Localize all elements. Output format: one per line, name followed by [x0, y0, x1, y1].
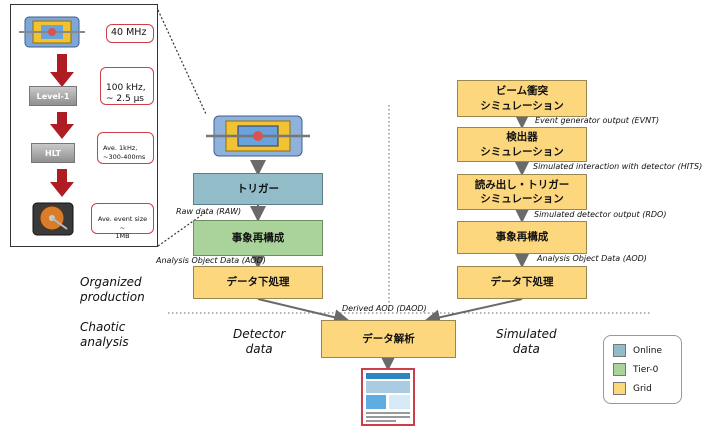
callout-event-size: Ave. event size ~ 1MB — [91, 203, 154, 240]
hlt-rate-text: Ave. 1kHz, ~300-400ms — [103, 144, 146, 161]
legend: Online Tier-0 Grid — [603, 335, 682, 404]
level1-rate-text: 100 kHz, ~ 2.5 μs — [106, 82, 146, 105]
legend-swatch-tier0 — [613, 363, 626, 376]
rdo-label: Simulated detector output (RDO) — [534, 210, 667, 219]
level1-stage: Level-1 — [29, 86, 77, 106]
derivation-label-detector: データ下処理 — [226, 276, 290, 289]
organized-production-label: Organized production — [80, 275, 145, 304]
legend-item-grid: Grid — [613, 382, 652, 395]
callout-40mhz: 40 MHz — [106, 24, 154, 43]
legend-swatch-online — [613, 344, 626, 357]
event-size-text: Ave. event size ~ 1MB — [97, 215, 148, 241]
legend-label-tier0: Tier-0 — [633, 364, 659, 375]
atlas-detector-icon — [206, 115, 310, 157]
detector-simulation-box: 検出器 シミュレーション — [457, 127, 587, 162]
inset-red-arrows — [50, 54, 74, 197]
reconstruction-box-detector: 事象再構成 — [193, 220, 323, 256]
hard-drive-icon — [32, 202, 74, 236]
trigger-box: トリガー — [193, 173, 323, 205]
callout-level1-rate: 100 kHz, ~ 2.5 μs — [100, 67, 154, 105]
analysis-box: データ解析 — [321, 320, 456, 358]
legend-item-tier0: Tier-0 — [613, 363, 658, 376]
hits-label: Simulated interaction with detector (HIT… — [533, 162, 703, 171]
derivation-box-simulated: データ下処理 — [457, 266, 587, 299]
simulated-data-label: Simulated data — [496, 327, 557, 356]
legend-label-online: Online — [633, 345, 663, 356]
hlt-stage: HLT — [31, 143, 75, 163]
detector-simulation-label: 検出器 シミュレーション — [480, 131, 564, 158]
chaotic-analysis-label: Chaotic analysis — [80, 320, 129, 349]
readout-simulation-label: 読み出し・トリガー シミュレーション — [474, 178, 570, 205]
legend-label-grid: Grid — [633, 383, 652, 394]
reconstruction-label-simulated: 事象再構成 — [495, 231, 549, 244]
daod-label: Derived AOD (DAOD) — [342, 304, 427, 313]
evnt-label: Event generator output (EVNT) — [535, 116, 660, 125]
trigger-label: トリガー — [237, 182, 279, 195]
legend-swatch-grid — [613, 382, 626, 395]
derivation-label-simulated: データ下処理 — [490, 276, 554, 289]
legend-item-online: Online — [613, 344, 662, 357]
event-generation-label: ビーム衝突 シミュレーション — [480, 85, 564, 112]
reconstruction-label-detector: 事象再構成 — [231, 231, 285, 244]
readout-simulation-box: 読み出し・トリガー シミュレーション — [457, 174, 587, 210]
aod-label-simulated: Analysis Object Data (AOD) — [537, 254, 647, 263]
raw-data-label: Raw data (RAW) — [176, 207, 242, 216]
rate-40mhz-text: 40 MHz — [111, 27, 147, 38]
detector-data-label: Detector data — [233, 327, 286, 356]
hlt-label: HLT — [45, 148, 61, 158]
reconstruction-box-simulated: 事象再構成 — [457, 221, 587, 254]
analysis-label: データ解析 — [362, 332, 415, 345]
derivation-box-detector: データ下処理 — [193, 266, 323, 299]
event-generation-box: ビーム衝突 シミュレーション — [457, 80, 587, 117]
callout-hlt-rate: Ave. 1kHz, ~300-400ms — [97, 132, 154, 164]
aod-label-detector: Analysis Object Data (AOD) — [156, 256, 266, 265]
level1-label: Level-1 — [36, 91, 70, 101]
publication-paper-icon — [361, 368, 415, 426]
atlas-detector-small-icon — [19, 16, 85, 48]
